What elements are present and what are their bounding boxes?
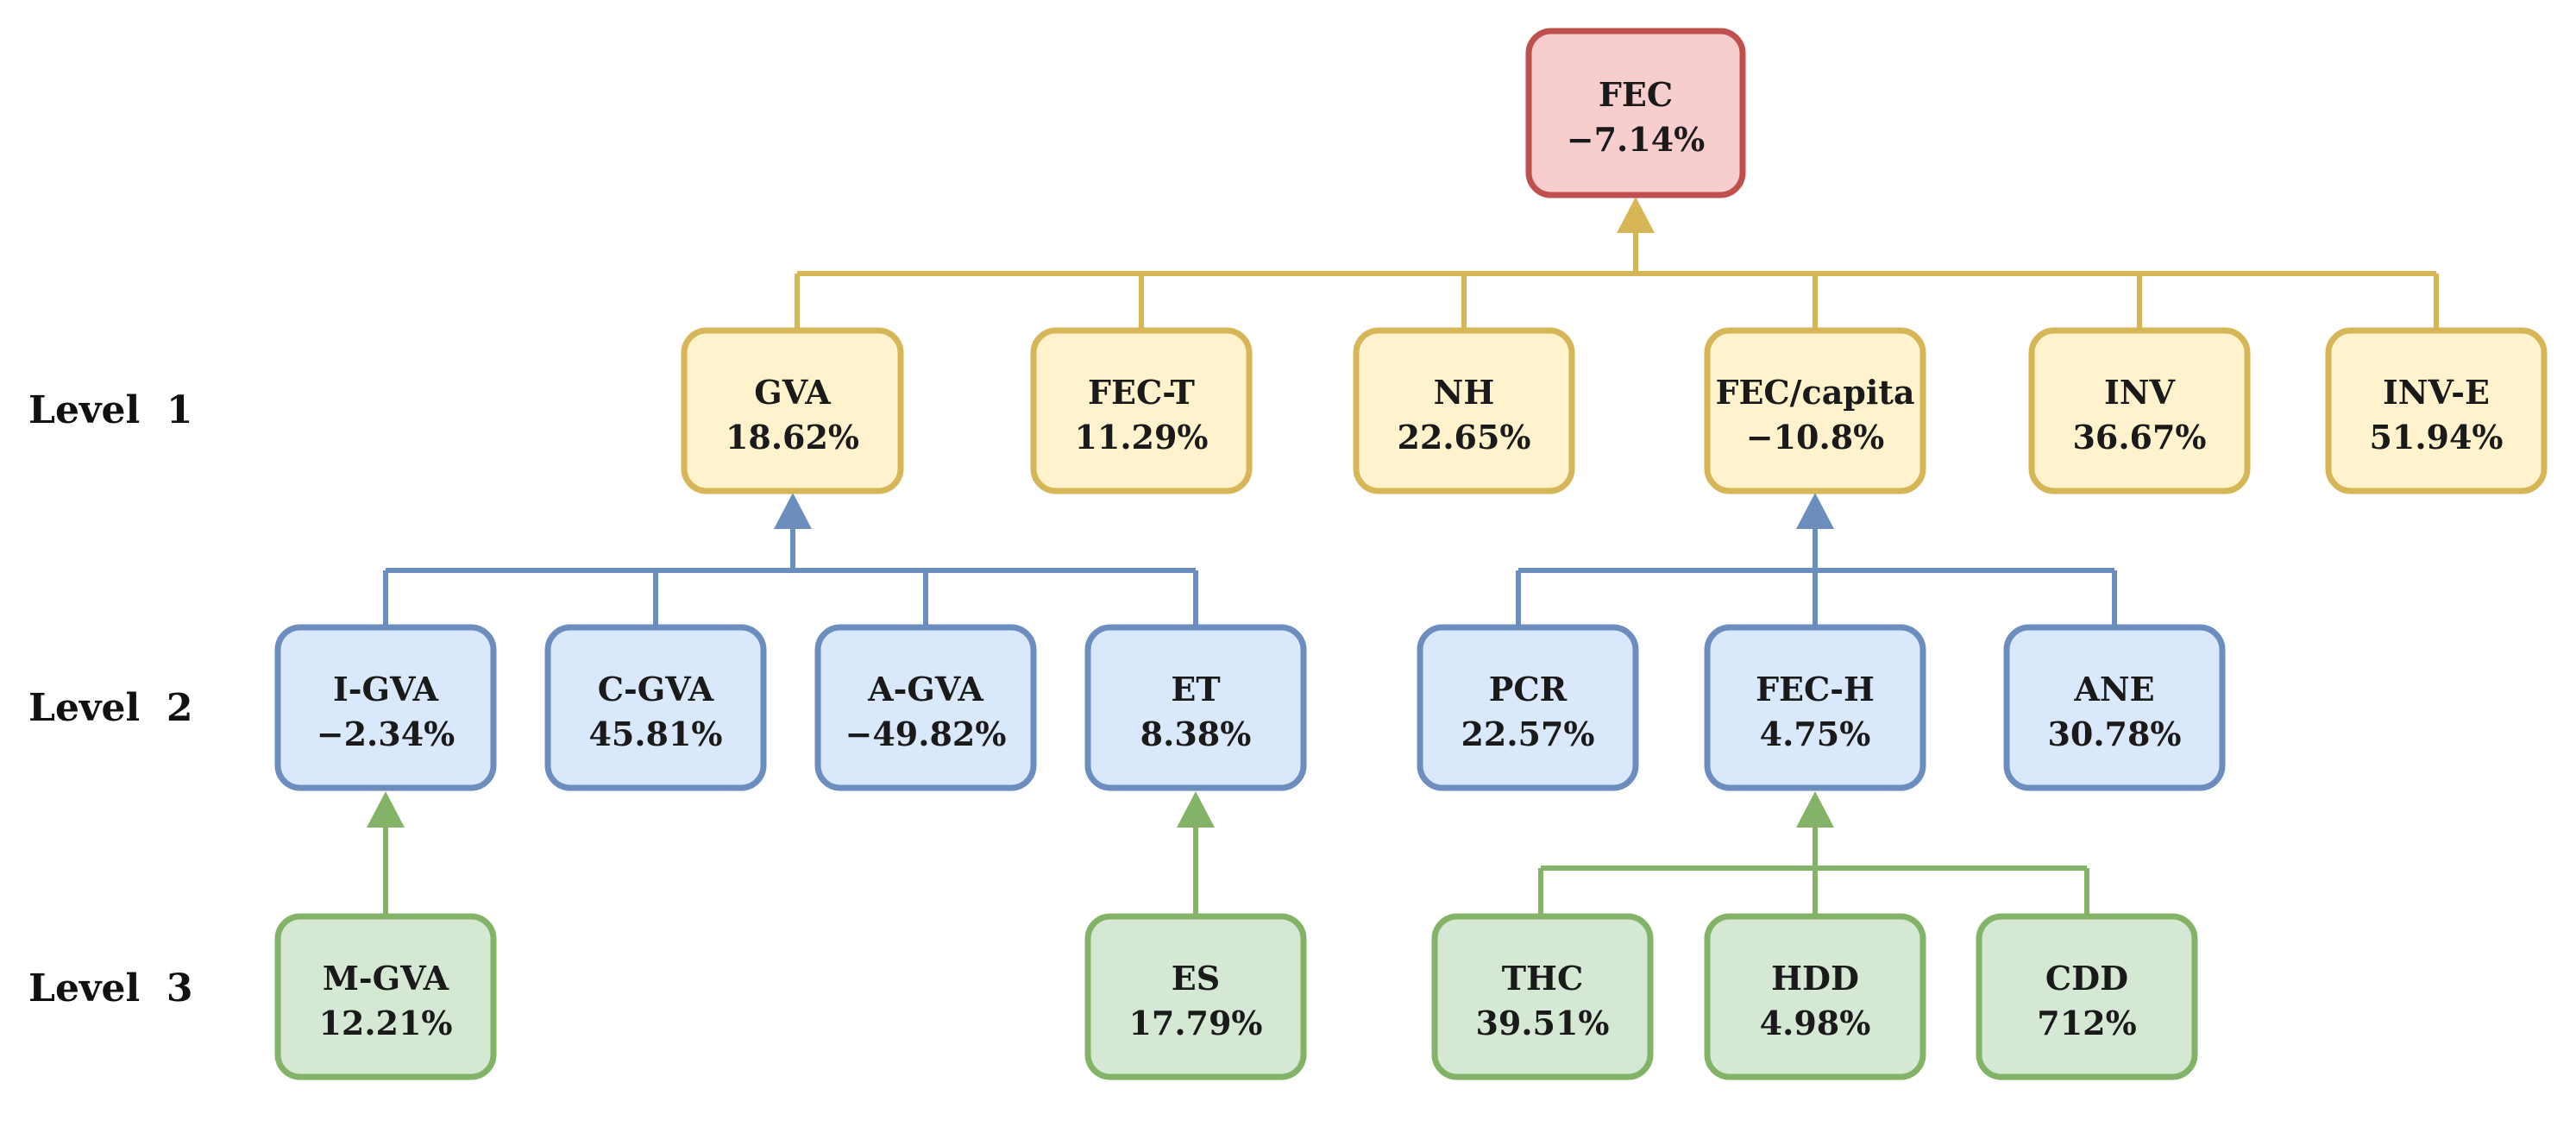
nodes: FEC −7.14% GVA 18.62% FEC-T 11.29% NH 22.65%…	[274, 28, 2548, 1080]
node-fec-capita: FEC/capita −10.8%	[1704, 327, 1926, 494]
node-et: ET 8.38%	[1084, 624, 1307, 791]
node-box	[1704, 624, 1926, 791]
node-fec-h: FEC-H 4.75%	[1704, 624, 1926, 791]
node-name: GVA	[754, 373, 831, 412]
node-pcr: PCR 22.57%	[1417, 624, 1639, 791]
level-1-label: Level 1	[28, 388, 192, 432]
node-name: INV	[2104, 373, 2177, 412]
node-box	[2325, 327, 2548, 494]
level-3-label: Level 3	[28, 966, 192, 1011]
node-box	[1084, 913, 1307, 1080]
connectors-gva	[383, 525, 1198, 627]
node-value: 36.67%	[2072, 418, 2206, 456]
node-c-gva: C-GVA 45.81%	[544, 624, 767, 791]
arrow-to-et	[1177, 791, 1215, 828]
node-name: I-GVA	[333, 670, 439, 708]
arrow-to-fec-capita	[1796, 493, 1834, 529]
node-name: FEC-H	[1756, 670, 1875, 708]
connectors-level1	[795, 229, 2439, 331]
node-fec-t: FEC-T 11.29%	[1030, 327, 1253, 494]
node-name: NH	[1434, 373, 1495, 412]
node-value: 712%	[2037, 1004, 2136, 1042]
node-box	[1353, 327, 1575, 494]
node-inv-e: INV-E 51.94%	[2325, 327, 2548, 494]
node-value: 22.65%	[1397, 418, 1530, 456]
node-box	[1704, 913, 1926, 1080]
node-box	[1704, 327, 1926, 494]
node-value: −2.34%	[317, 715, 456, 753]
arrow-to-i-gva	[367, 791, 405, 828]
node-es: ES 17.79%	[1084, 913, 1307, 1080]
node-cdd: CDD 712%	[1976, 913, 2198, 1080]
node-name: ET	[1171, 670, 1220, 708]
node-gva: GVA 18.62%	[681, 327, 904, 494]
node-box	[1417, 624, 1639, 791]
node-hdd: HDD 4.98%	[1704, 913, 1926, 1080]
node-box	[1431, 913, 1654, 1080]
node-box	[1525, 28, 1746, 198]
node-box	[1084, 624, 1307, 791]
node-name: C-GVA	[598, 670, 714, 708]
arrow-to-fec-h	[1796, 791, 1834, 828]
node-name: FEC/capita	[1715, 373, 1914, 412]
connectors-fec-capita	[1516, 525, 2117, 627]
node-value: 4.75%	[1760, 715, 1871, 753]
node-value: 45.81%	[588, 715, 722, 753]
node-name: FEC	[1599, 75, 1673, 114]
arrow-to-fec	[1617, 197, 1655, 233]
node-box	[2003, 624, 2226, 791]
node-name: HDD	[1771, 959, 1859, 998]
node-fec: FEC −7.14%	[1525, 28, 1746, 198]
node-inv: INV 36.67%	[2028, 327, 2251, 494]
node-box	[681, 327, 904, 494]
node-thc: THC 39.51%	[1431, 913, 1654, 1080]
node-box	[2028, 327, 2251, 494]
node-value: 4.98%	[1760, 1004, 1871, 1042]
node-name: M-GVA	[323, 959, 449, 998]
node-box	[274, 624, 497, 791]
node-value: 11.29%	[1074, 418, 1208, 456]
node-a-gva: A-GVA −49.82%	[814, 624, 1037, 791]
node-value: 8.38%	[1140, 715, 1252, 753]
node-box	[544, 624, 767, 791]
node-value: −10.8%	[1746, 418, 1885, 456]
node-name: THC	[1502, 959, 1583, 998]
node-name: INV-E	[2383, 373, 2490, 412]
node-value: −7.14%	[1567, 120, 1706, 159]
node-value: 51.94%	[2369, 418, 2503, 456]
node-box	[1030, 327, 1253, 494]
node-value: 17.79%	[1128, 1004, 1262, 1042]
node-value: 18.62%	[726, 418, 859, 456]
node-i-gva: I-GVA −2.34%	[274, 624, 497, 791]
node-name: ANE	[2073, 670, 2154, 708]
node-value: 22.57%	[1461, 715, 1594, 753]
node-value: 39.51%	[1475, 1004, 1609, 1042]
node-name: CDD	[2045, 959, 2128, 998]
node-nh: NH 22.65%	[1353, 327, 1575, 494]
node-name: ES	[1172, 959, 1220, 998]
node-name: PCR	[1489, 670, 1568, 708]
node-value: 12.21%	[318, 1004, 452, 1042]
node-box	[274, 913, 497, 1080]
node-m-gva: M-GVA 12.21%	[274, 913, 497, 1080]
level-2-label: Level 2	[28, 686, 192, 730]
node-box	[1976, 913, 2198, 1080]
node-ane: ANE 30.78%	[2003, 624, 2226, 791]
node-name: A-GVA	[867, 670, 983, 708]
node-name: FEC-T	[1088, 373, 1195, 412]
node-box	[814, 624, 1037, 791]
connectors-level3	[383, 824, 2089, 916]
node-value: −49.82%	[845, 715, 1007, 753]
arrow-to-gva	[774, 493, 812, 529]
node-value: 30.78%	[2047, 715, 2181, 753]
